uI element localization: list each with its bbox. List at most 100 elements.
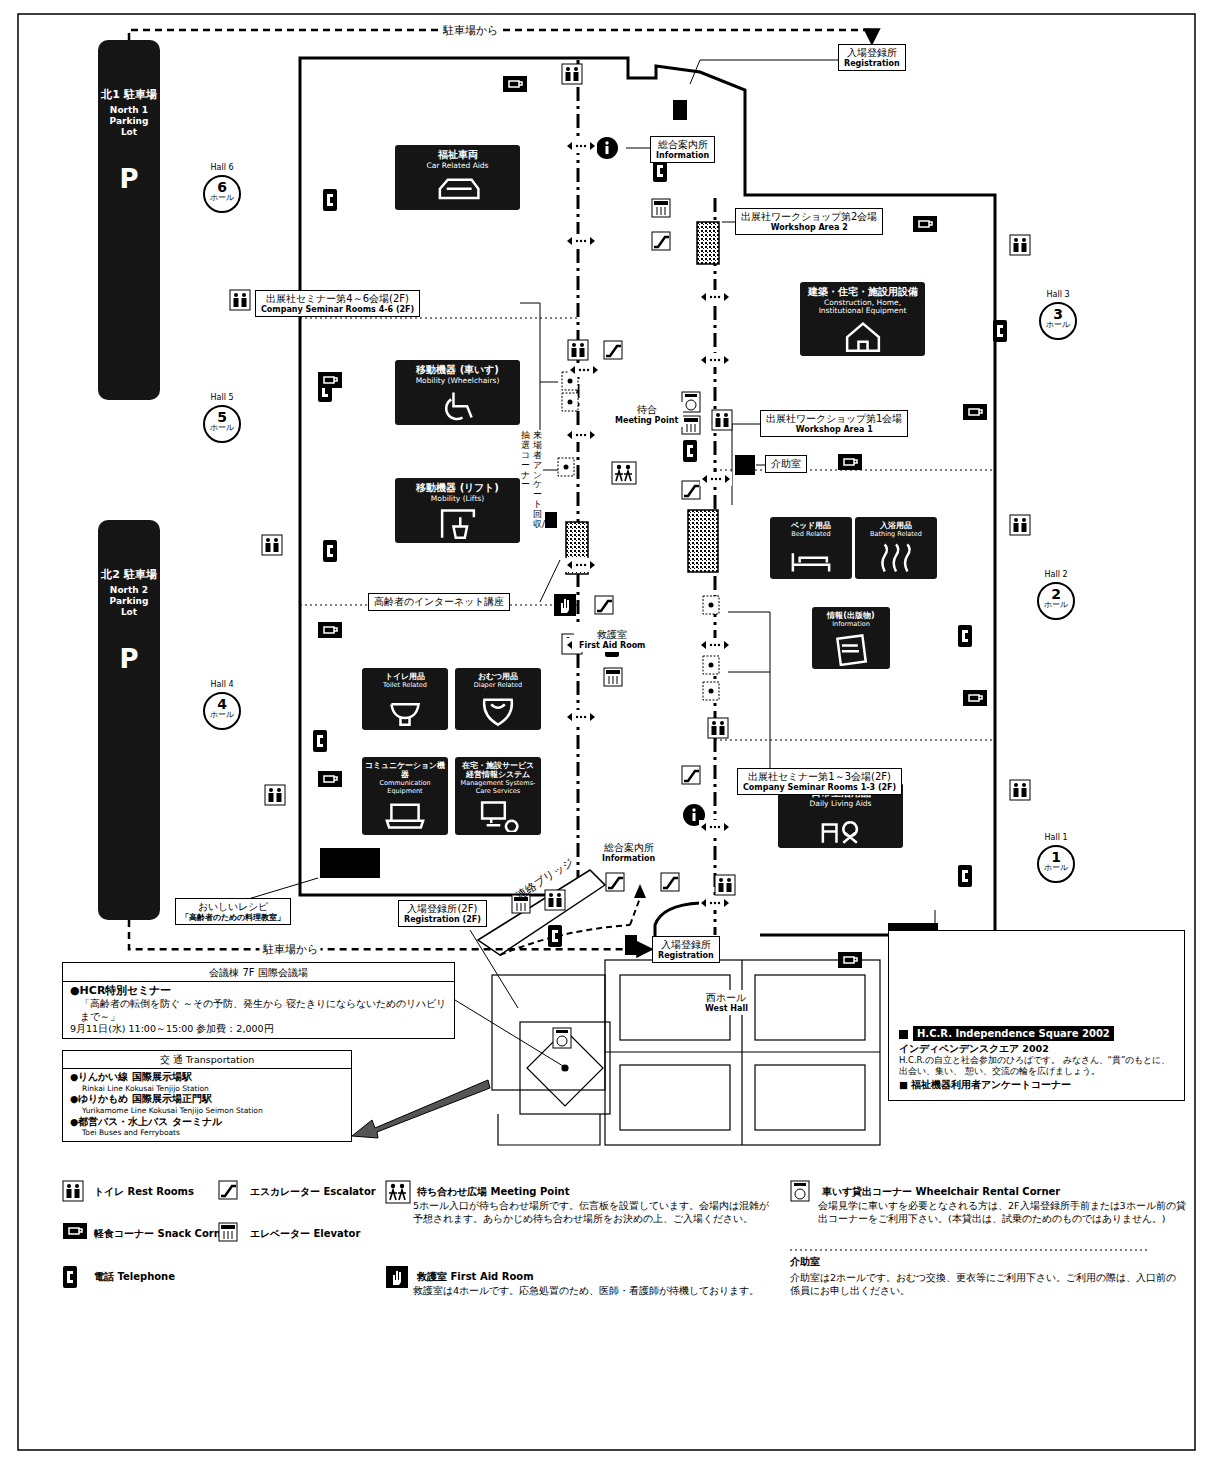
icon-shape	[822, 822, 856, 842]
legend-text: 電話 Telephone	[94, 1270, 175, 1284]
node-text: Information	[815, 621, 887, 628]
kitchen-area	[320, 848, 380, 878]
rect-shape	[606, 873, 624, 891]
plain-node: 西ホールWest Hall	[700, 990, 753, 1015]
restroom-icon	[265, 785, 285, 805]
legend-entry: エスカレーター Escalator	[218, 1180, 376, 1204]
node-text: Mobility (Wheelchairs)	[398, 377, 517, 386]
rect-shape	[625, 935, 637, 955]
cat-node: 移動機器 (リフト)Mobility (Lifts)	[395, 478, 520, 543]
node-text: H.C.R.の自立と社会参加のひろばです。 みなさん、“貫”のもとに、出会い、集…	[899, 1055, 1174, 1077]
rect-shape	[234, 298, 239, 307]
corridor-arrow	[565, 428, 597, 442]
legend-text: エレベーター Elevator	[250, 1227, 360, 1241]
corridor-arrow	[565, 139, 597, 153]
rect-shape	[269, 793, 274, 802]
circle-shape	[596, 137, 618, 159]
rect-shape	[313, 730, 327, 752]
circle-shape	[242, 293, 246, 297]
circle-shape	[711, 478, 713, 480]
legend-entry: 電話 Telephone	[62, 1265, 175, 1289]
node-text: ベッド用品	[773, 521, 849, 530]
node-text: Yurikamome Line Kokusai Tenjijo Seimon S…	[70, 1106, 344, 1116]
node-text: Company Seminar Rooms 1-3 (2F)	[743, 783, 896, 792]
circle-shape	[580, 240, 582, 242]
rect-shape	[492, 975, 605, 1090]
circle-shape	[710, 296, 712, 298]
node-text: ホール	[1038, 321, 1078, 330]
escalator-icon	[652, 232, 670, 250]
escalator-icon	[219, 1181, 237, 1199]
path-shape	[624, 471, 632, 481]
hall-circle: 3ホール	[1038, 301, 1078, 341]
circle-shape	[715, 478, 717, 480]
snack-icon	[963, 690, 987, 706]
circle-shape	[557, 1036, 567, 1046]
rect-shape	[320, 848, 380, 878]
rect-shape	[699, 353, 731, 367]
node-text: ●HCR特別セミナー	[70, 984, 447, 998]
legend-entry: 介助室	[790, 1255, 820, 1269]
panel-node: H.C.R. Independence Square 2002インディペンデンス…	[888, 930, 1185, 1101]
category-icon	[381, 693, 429, 727]
restroom-icon	[545, 890, 565, 910]
rect-shape	[699, 290, 731, 304]
node-text: ホール	[202, 194, 242, 203]
rect-shape	[735, 455, 755, 475]
rect-shape	[262, 535, 282, 555]
path-shape	[690, 60, 838, 84]
cat-node: 情報(出版物)Information	[812, 607, 890, 669]
node-text: 来場者アンケート回収/	[533, 431, 542, 530]
node-text: 入場登録所	[844, 47, 900, 59]
rect-shape	[549, 898, 554, 907]
node-text: 高齢者のインターネット講座	[374, 596, 504, 608]
circle-shape	[576, 145, 578, 147]
legend-symbol	[62, 1265, 88, 1289]
corridor-arrow	[699, 290, 731, 304]
rect-shape	[716, 418, 721, 427]
rect-shape	[963, 404, 987, 420]
circle-shape	[580, 434, 582, 436]
registration-desk	[673, 100, 687, 120]
snack-icon	[503, 76, 527, 92]
cat-node: ベッド用品Bed Related	[770, 517, 852, 579]
legend-note: 介助室は2ホールです。おむつ交換、更衣等にご利用下さい。ご利用の際は、入口前の係…	[790, 1272, 1185, 1298]
corridors	[578, 60, 715, 935]
rect-shape	[724, 418, 729, 427]
circle-shape	[714, 644, 716, 646]
rect-shape	[323, 540, 337, 562]
rect-shape	[683, 440, 697, 462]
cat-node: 建築・住宅・施設用設備Construction, Home, Instituti…	[800, 282, 925, 356]
legend-text: 軽食コーナー Snack Corner	[94, 1227, 233, 1241]
first-aid-icon	[554, 594, 576, 616]
bridge-label: 連絡ブリッジ	[513, 855, 576, 903]
legend-entry: トイレ Rest Rooms	[62, 1180, 194, 1204]
wheelchair-rental-icon	[553, 1028, 571, 1048]
node-text: 4	[202, 691, 242, 711]
hall-dividers	[300, 318, 1150, 1250]
rect-shape	[684, 418, 698, 422]
path-shape	[654, 237, 669, 247]
elevator-icon	[219, 1223, 237, 1241]
cat-node: おむつ用品Diaper Related	[455, 668, 541, 730]
path-shape	[701, 356, 729, 364]
snack-icon	[318, 622, 342, 638]
rect-shape	[318, 622, 342, 638]
legend-symbol	[385, 1265, 411, 1289]
path-shape	[962, 870, 968, 882]
snack-icon	[913, 216, 937, 232]
node-text: 総合案内所	[602, 842, 655, 854]
node-text: 出展社ワークショップ第1会場	[766, 413, 902, 425]
path-shape	[626, 148, 650, 149]
hall-circle: 6ホール	[202, 174, 242, 214]
rect-shape	[699, 896, 731, 910]
cat-node: 福祉車両Car Related Aids	[395, 145, 520, 210]
node-text: Toilet Related	[365, 682, 445, 689]
path-shape	[606, 346, 621, 356]
rect-shape	[703, 596, 719, 614]
plain-node: 待合Meeting Point	[610, 402, 683, 427]
circle-shape	[718, 359, 720, 361]
cat-node: トイレ用品Toilet Related	[362, 668, 448, 730]
circle-shape	[580, 343, 584, 347]
